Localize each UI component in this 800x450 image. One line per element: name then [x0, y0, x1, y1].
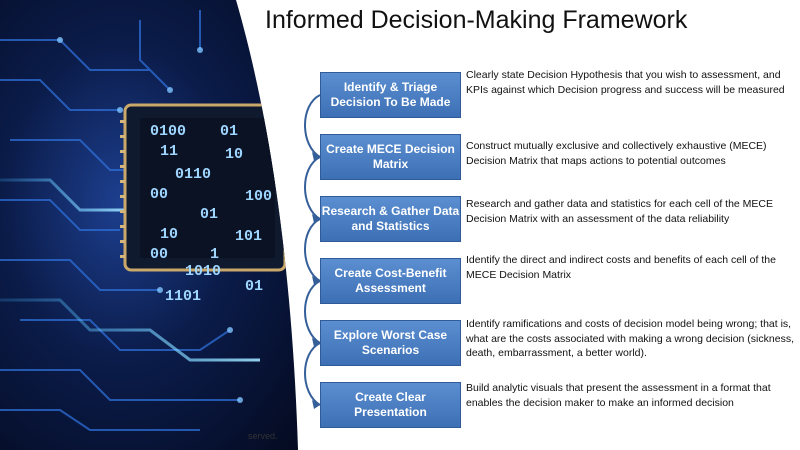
binary-digit-text: 11 [160, 143, 178, 160]
circuit-board-graphic [0, 0, 300, 450]
step-description-worst-case: Identify ramifications and costs of deci… [466, 318, 794, 359]
connector-arrowhead [312, 214, 320, 223]
connector-arrowhead [312, 400, 320, 409]
connector-arrowhead [312, 152, 320, 161]
binary-digit-text: 00 [150, 186, 168, 203]
connector-3-4 [304, 218, 321, 282]
connector-arrowhead [312, 338, 320, 347]
connector-4-5 [304, 280, 321, 344]
step-box-research-gather: Research & Gather Data and Statistics [320, 196, 461, 242]
binary-digit-text: 01 [220, 123, 238, 140]
step-box-worst-case: Explore Worst Case Scenarios [320, 320, 461, 366]
binary-digit-text: 1 [210, 246, 219, 263]
binary-digit-text: 01 [245, 278, 263, 295]
page-title: Informed Decision-Making Framework [265, 6, 688, 34]
connector-5-6 [304, 342, 321, 406]
binary-digit-text: 0110 [175, 166, 211, 183]
step-box-identify-triage: Identify & Triage Decision To Be Made [320, 72, 461, 118]
binary-digit-text: 10 [225, 146, 243, 163]
binary-digit-text: 10 [160, 226, 178, 243]
footer-copyright-fragment: served. [248, 431, 278, 441]
step-box-clear-presentation: Create Clear Presentation [320, 382, 461, 428]
binary-digit-text: 00 [150, 246, 168, 263]
step-connectors [304, 94, 321, 409]
step-description-clear-presentation: Build analytic visuals that present the … [466, 382, 771, 409]
step-description-research-gather: Research and gather data and statistics … [466, 198, 773, 225]
step-box-create-mece-matrix: Create MECE Decision Matrix [320, 134, 461, 180]
binary-digit-text: 101 [235, 228, 262, 245]
binary-digit-text: 01 [200, 206, 218, 223]
step-box-cost-benefit: Create Cost-Benefit Assessment [320, 258, 461, 304]
step-description-cost-benefit: Identify the direct and indirect costs a… [466, 254, 776, 281]
binary-digit-text: 1101 [165, 288, 201, 305]
binary-digit-text: 1010 [185, 263, 221, 280]
connector-arrowhead [312, 276, 320, 285]
step-description-identify-triage: Clearly state Decision Hypothesis that y… [466, 69, 785, 96]
binary-digit-text: 100 [245, 188, 272, 205]
connector-2-3 [304, 156, 321, 220]
step-description-create-mece-matrix: Construct mutually exclusive and collect… [466, 140, 767, 167]
connector-1-2 [304, 94, 321, 158]
binary-digit-text: 0100 [150, 123, 186, 140]
